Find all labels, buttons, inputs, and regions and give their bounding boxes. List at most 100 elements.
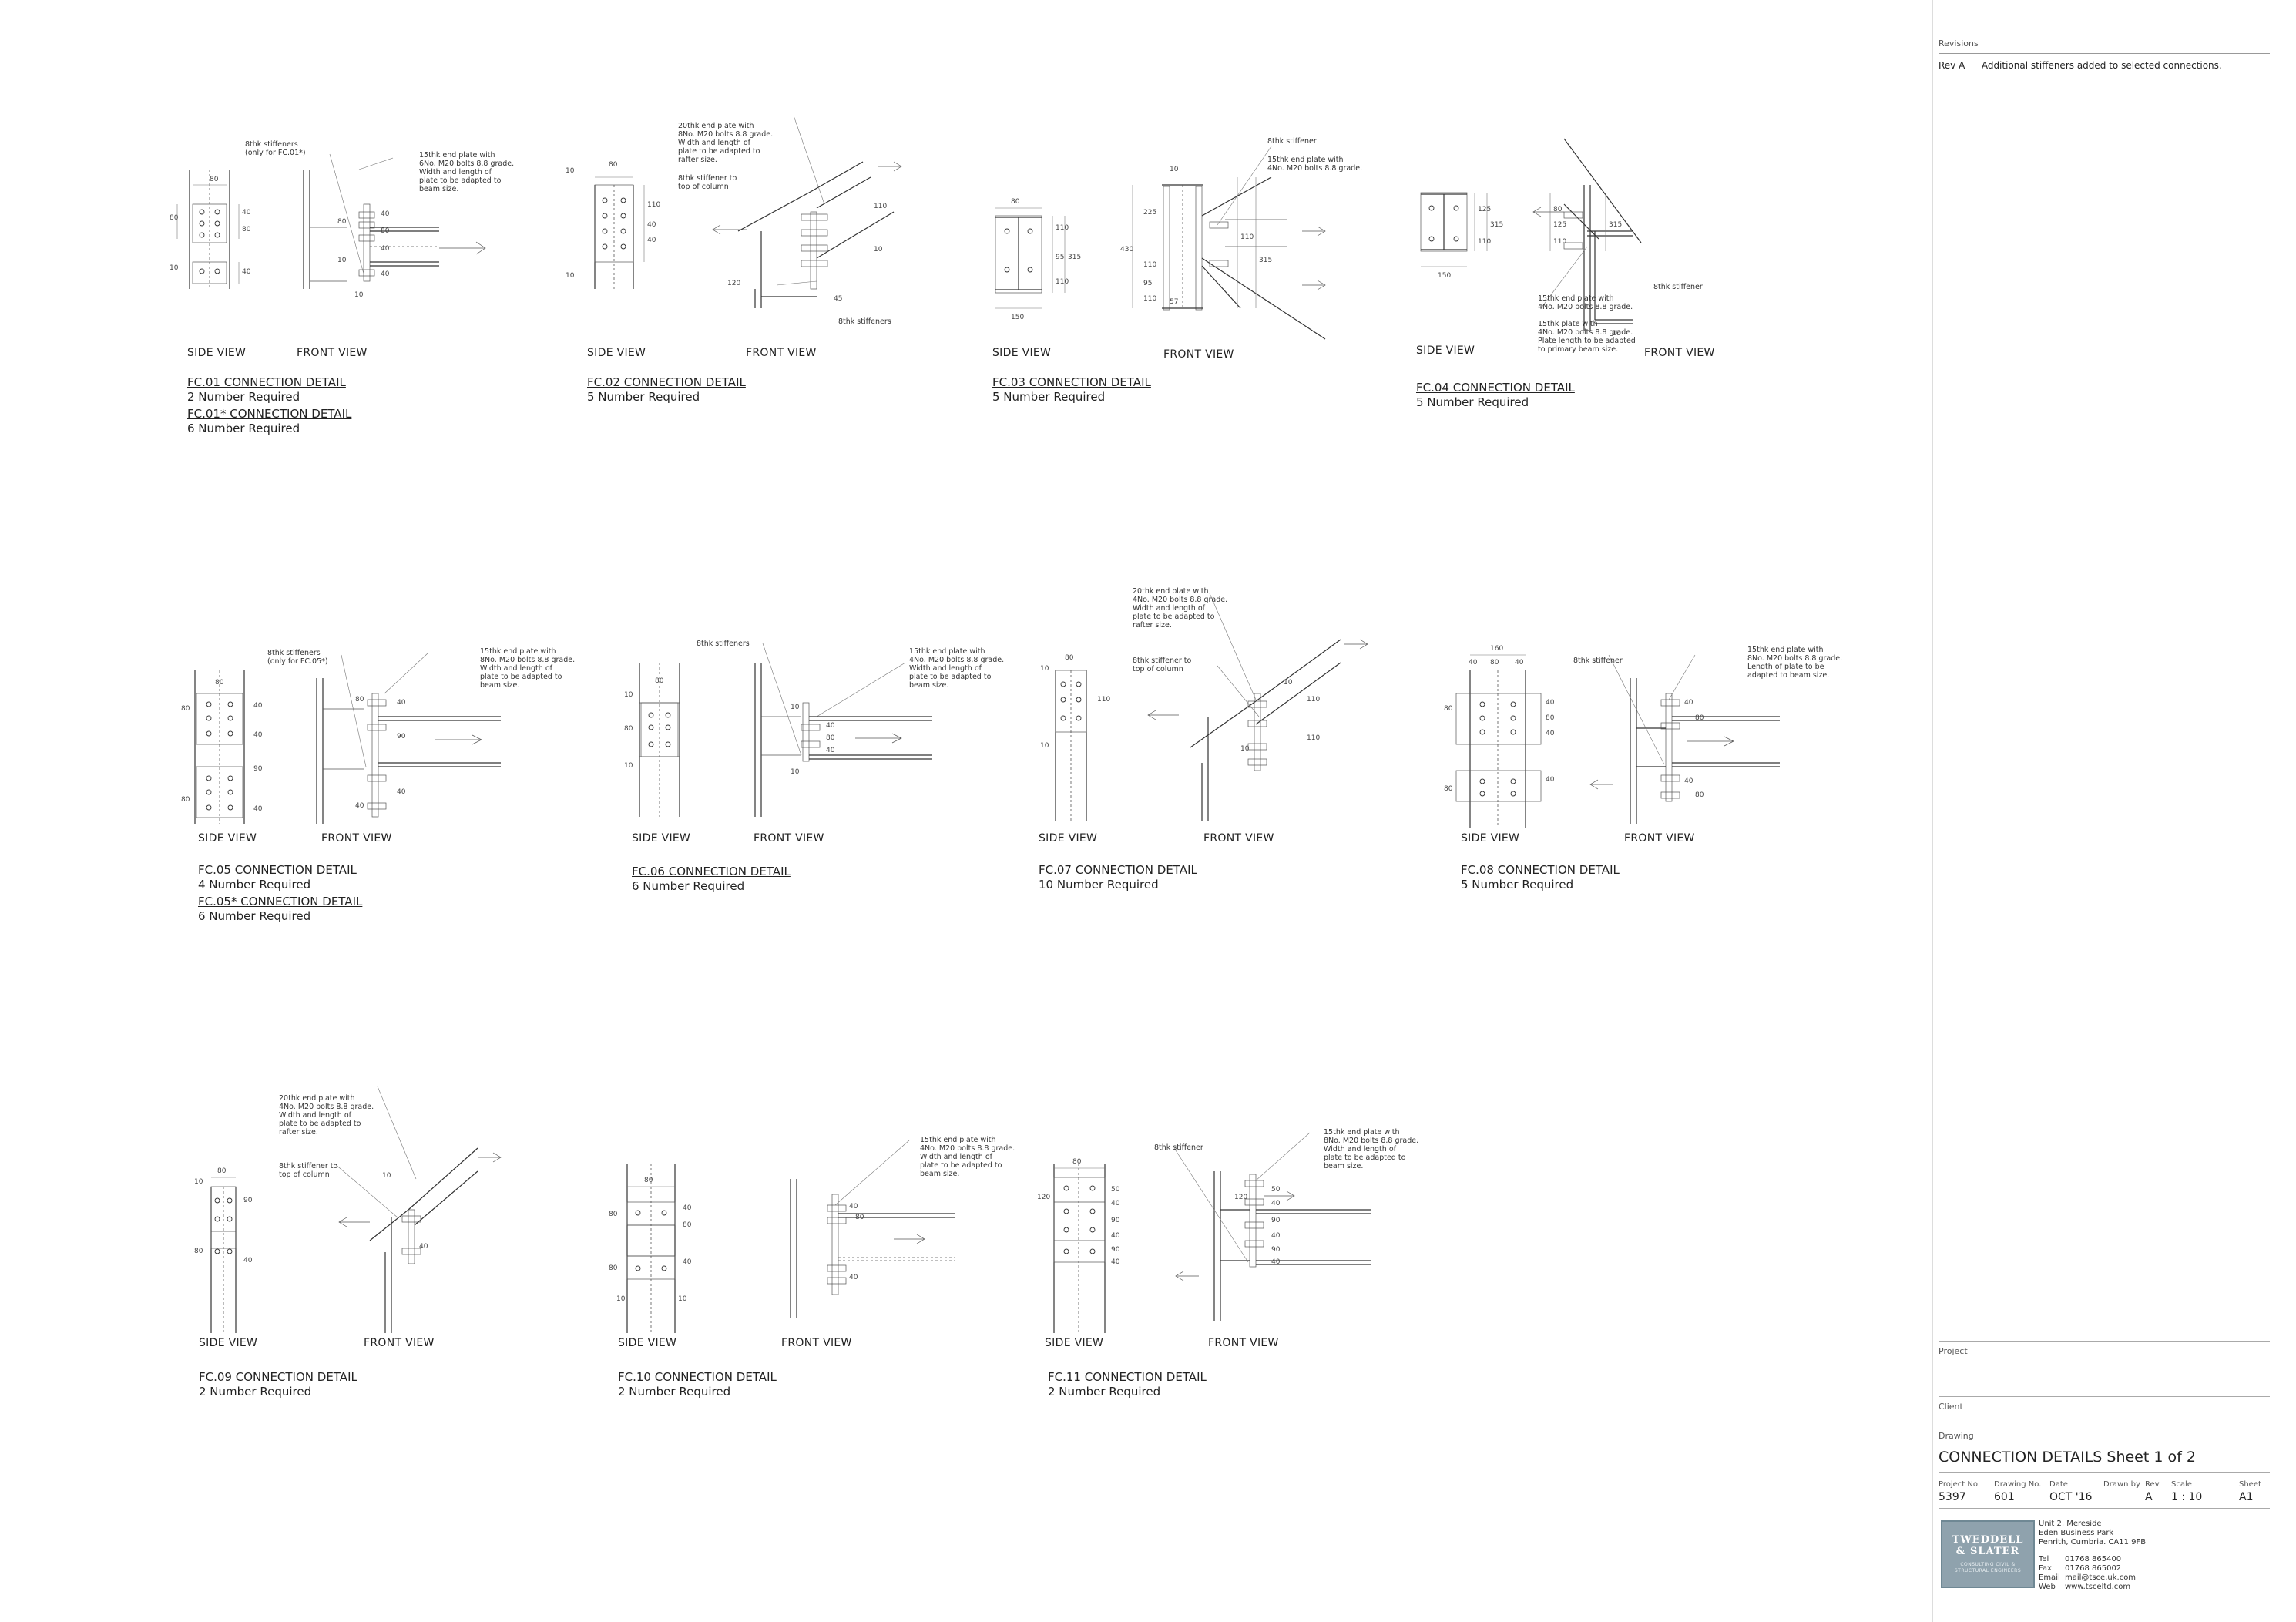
fc07-front-view-label: FRONT VIEW: [1203, 832, 1274, 845]
fc01-required2: 6 Number Required: [187, 421, 300, 435]
fc03-dim-9: 95: [1143, 280, 1152, 287]
fc07-side-view-label: SIDE VIEW: [1039, 832, 1098, 845]
fc02-dim-5: 40: [647, 237, 656, 244]
fc06-dim-0: 80: [655, 677, 664, 685]
title-block: Project Client Drawing CONNECTION DETAIL…: [1939, 1341, 2270, 1509]
fc03-dim-1: 110: [1056, 224, 1069, 232]
fc10-dim-2: 40: [683, 1204, 692, 1212]
fc04-dim-7: 110: [1553, 238, 1566, 246]
fc06-dim-7: 40: [826, 747, 835, 754]
fc10-front-view-geom: [790, 1140, 955, 1318]
field-value-drawn-by: [2103, 1491, 2145, 1503]
fc09-dim-4: 40: [243, 1257, 253, 1264]
fc06-caption: FC.06 CONNECTION DETAIL 6 Number Require…: [632, 865, 791, 894]
fc02-dim-4: 40: [647, 221, 656, 229]
fc08-caption: FC.08 CONNECTION DETAIL 5 Number Require…: [1461, 863, 1620, 892]
fc06-title: FC.06 CONNECTION DETAIL: [632, 865, 791, 878]
fc08-note-4: adapted to beam size.: [1747, 671, 1829, 680]
fc04-note-0: 8thk stiffener: [1653, 283, 1703, 291]
fc01-side-view-geom: [176, 170, 240, 289]
fc06-note-3: Width and length of: [909, 664, 982, 673]
fc03-front-view-label: FRONT VIEW: [1163, 348, 1234, 361]
fc04-dim-1: 315: [1490, 221, 1503, 229]
fc09-note-2: Width and length of: [279, 1111, 352, 1120]
fc05-dim-10: 40: [397, 788, 406, 796]
detail-fc07: 20thk end plate with 4No. M20 bolts 8.8 …: [1025, 586, 1410, 894]
fc02-side-view-geom: [594, 176, 645, 289]
fc11-dim-6: 90: [1111, 1246, 1120, 1254]
fc10-dim-7: 10: [678, 1295, 687, 1303]
fc07-dim-6: 110: [1307, 734, 1320, 742]
fc08-dim-4: 80: [1444, 705, 1453, 713]
fc05-note-3: 8No. M20 bolts 8.8 grade.: [480, 656, 575, 664]
fc06-dim-5: 40: [826, 722, 835, 730]
fc02-dim-9: 120: [727, 280, 740, 287]
fc10-required: 2 Number Required: [618, 1385, 731, 1399]
fc08-dim-12: 40: [1684, 777, 1693, 785]
fc11-dim-2: 50: [1111, 1186, 1120, 1194]
fc08-dim-11: 80: [1695, 714, 1704, 722]
fc10-dim-6: 10: [616, 1295, 626, 1303]
fc04-note-1: 15thk end plate with: [1538, 294, 1614, 303]
fc01-note-1: (only for FC.01*): [245, 149, 306, 157]
fc08-note-1: 15thk end plate with: [1747, 646, 1824, 654]
fc08-drawing: 8thk stiffener 15thk end plate with 8No.…: [1444, 645, 1842, 828]
fc11-note-1: 15thk end plate with: [1324, 1128, 1400, 1137]
fc02-note-6: top of column: [678, 183, 729, 191]
client-label: Client: [1939, 1402, 1963, 1412]
fc08-dim-13: 80: [1695, 791, 1704, 799]
fc06-dim-1: 10: [624, 691, 633, 699]
detail-fc04: 8thk stiffener 15thk end plate with 4No.…: [1410, 131, 1795, 416]
fc11-dim-0: 80: [1072, 1158, 1082, 1166]
fc03-dim-4: 315: [1068, 254, 1081, 261]
field-value-scale: 1 : 10: [2171, 1491, 2203, 1503]
fc11-dim-9: 50: [1271, 1186, 1281, 1194]
detail-fc03: 8thk stiffener 15thk end plate with 4No.…: [978, 131, 1364, 408]
field-value-project-no: 5397: [1939, 1491, 1966, 1503]
fc07-note-1: 4No. M20 bolts 8.8 grade.: [1133, 596, 1227, 604]
fc11-dim-4: 90: [1111, 1217, 1120, 1224]
fc04-dim-5: 125: [1553, 221, 1566, 229]
fc10-dim-8: 40: [849, 1203, 858, 1211]
field-label-project-no: Project No.: [1939, 1480, 1980, 1489]
fc07-dim-0: 80: [1065, 654, 1074, 662]
fc05-dim-11: 40: [355, 802, 364, 810]
logo-line3: CONSULTING CIVIL & STRUCTURAL ENGINEERS: [1954, 1562, 2022, 1573]
fc06-dim-4: 10: [791, 704, 800, 711]
fc10-note-1: 4No. M20 bolts 8.8 grade.: [920, 1144, 1015, 1153]
fc11-note-0: 8thk stiffener: [1154, 1143, 1203, 1152]
revisions-header: Revisions: [1939, 39, 1979, 49]
fc01-dim-10: 10: [337, 257, 347, 264]
fc01-title: FC.01 CONNECTION DETAIL: [187, 375, 346, 389]
fc11-dim-1: 120: [1037, 1194, 1050, 1201]
fc05-note-4: Width and length of: [480, 664, 553, 673]
fc06-note-1: 15thk end plate with: [909, 647, 985, 656]
fc06-front-view-label: FRONT VIEW: [754, 832, 824, 845]
fc03-dim-5: 150: [1011, 314, 1024, 321]
fc11-dim-13: 90: [1271, 1246, 1281, 1254]
title-fields-values: 5397 601 OCT '16 A 1 : 10 A1: [1939, 1491, 2270, 1503]
fc04-note-4: 4No. M20 bolts 8.8 grade.: [1538, 328, 1633, 337]
address-line-3: Penrith, Cumbria. CA11 9FB: [2039, 1538, 2147, 1546]
field-value-drawing-no: 601: [1994, 1491, 2015, 1503]
fc07-note-6: top of column: [1133, 665, 1183, 673]
fc02-required: 5 Number Required: [587, 390, 700, 404]
fc09-dim-1: 10: [194, 1178, 203, 1186]
detail-fc06: 8thk stiffeners 15thk end plate with 4No…: [609, 632, 1004, 909]
fc07-dim-7: 10: [1240, 745, 1250, 753]
field-label-sheet: Sheet: [2239, 1480, 2261, 1489]
drawing-label: Drawing: [1939, 1431, 1974, 1441]
fc08-dim-2: 80: [1490, 659, 1499, 667]
fc01-note-4: Width and length of: [419, 168, 492, 176]
fc02-note-0: 20thk end plate with: [678, 122, 754, 130]
company-address: Unit 2, Mereside Eden Business Park Penr…: [2039, 1520, 2146, 1592]
fc02-note-1: 8No. M20 bolts 8.8 grade.: [678, 130, 773, 139]
fc06-side-view-geom: [639, 663, 680, 817]
fc03-dim-12: 57: [1170, 298, 1178, 306]
fc08-dim-8: 40: [1546, 776, 1555, 784]
fc08-required: 5 Number Required: [1461, 878, 1574, 892]
fc08-dim-9: 80: [1444, 785, 1453, 793]
